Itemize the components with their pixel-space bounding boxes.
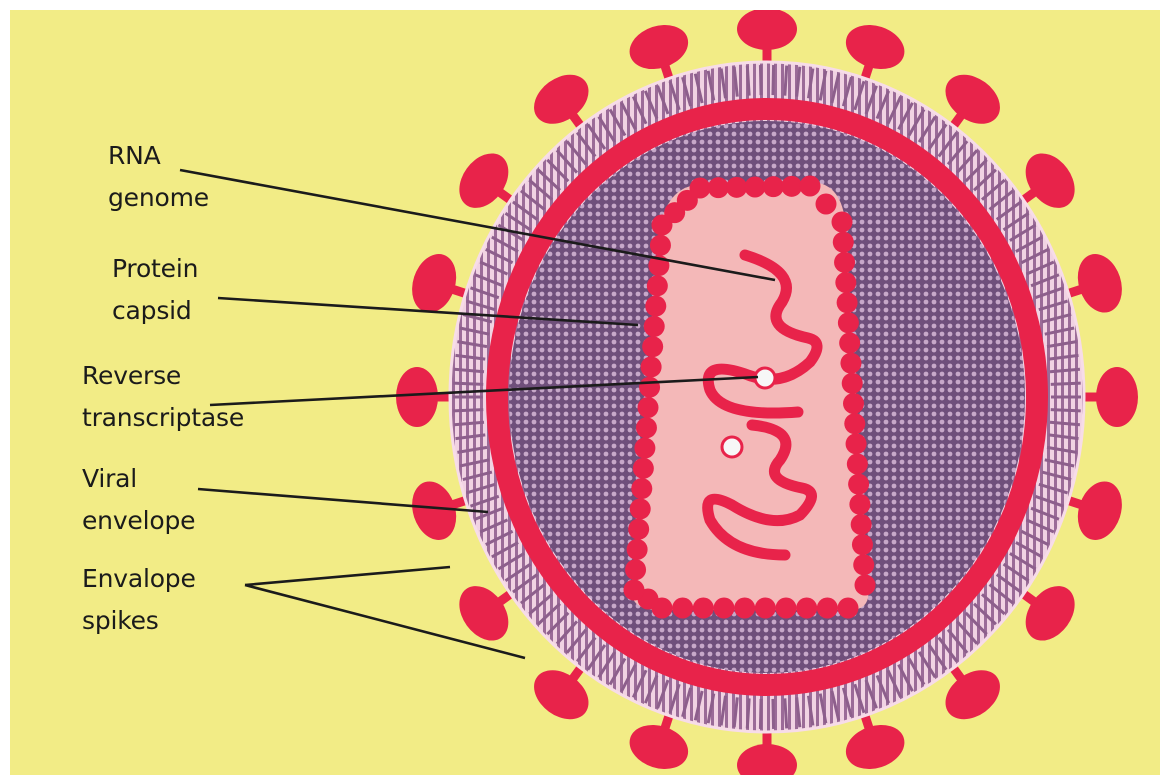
capsid-bead [642,336,663,357]
capsid-bead [755,598,776,619]
capsid-bead [714,598,735,619]
capsid-bead [843,393,864,414]
label-envelope-spikes-line2: spikes [82,600,196,642]
bilayer-tick [773,699,774,729]
capsid-bead [838,312,859,333]
label-viral-envelope: Viral envelope [82,458,195,542]
capsid-bead [851,514,872,535]
capsid-bead [834,252,855,273]
capsid-bead [745,177,766,198]
capsid-bead [847,454,868,475]
label-rna-genome: RNA genome [108,135,209,219]
capsid-bead [846,433,867,454]
bilayer-tick [760,699,761,729]
capsid-bead [628,519,649,540]
capsid-bead [855,575,876,596]
bilayer-tick [773,65,774,95]
spike-head [396,367,438,427]
capsid-bead [832,212,853,233]
capsid-bead [734,598,755,619]
capsid-bead [634,438,655,459]
label-viral-envelope-line1: Viral [82,458,195,500]
capsid-bead [672,598,693,619]
label-envelope-spikes: Envalope spikes [82,558,196,642]
capsid-bead [848,474,869,495]
capsid-bead [853,554,874,575]
capsid-bead [817,598,838,619]
spike-head [1096,367,1138,427]
capsid-bead [839,333,860,354]
capsid-bead [840,353,861,374]
bilayer-tick [785,698,787,728]
capsid-bead [776,598,797,619]
capsid-bead [781,176,802,197]
capsid-bead [647,275,668,296]
label-rna-genome-line2: genome [108,177,209,219]
capsid-bead [800,176,821,197]
capsid-bead [645,296,666,317]
label-protein-capsid: Protein capsid [112,248,198,332]
capsid-bead [708,177,729,198]
capsid-bead [849,494,870,515]
capsid-bead [633,458,654,479]
capsid-bead [693,598,714,619]
bilayer-tick [453,410,483,411]
label-viral-envelope-line2: envelope [82,500,195,542]
capsid-bead [638,397,659,418]
capsid-bead [625,559,646,580]
capsid-bead [636,417,657,438]
capsid-bead [852,534,873,555]
capsid-bead [631,478,652,499]
capsid-bead [726,177,747,198]
capsid-bead [630,498,651,519]
capsid-bead [627,539,648,560]
label-reverse-transcriptase: Reverse transcriptase [82,355,244,439]
capsid-bead [641,356,662,377]
capsid-bead [763,176,784,197]
label-protein-capsid-line2: capsid [112,290,198,332]
capsid-bead [842,373,863,394]
capsid-bead [844,413,865,434]
capsid-bead [650,235,671,256]
label-protein-capsid-line1: Protein [112,248,198,290]
bilayer-tick [760,65,761,95]
capsid-bead [833,232,854,253]
capsid-bead [816,194,837,215]
label-rna-genome-line1: RNA [108,135,209,177]
label-envelope-spikes-line1: Envalope [82,558,196,600]
bilayer-tick [453,383,483,384]
capsid-bead [796,598,817,619]
bilayer-tick [1051,410,1081,411]
bilayer-tick [747,66,749,96]
reverse-transcriptase-2 [722,437,742,457]
bilayer-tick [785,66,787,96]
bilayer-tick [747,698,749,728]
capsid-bead [837,292,858,313]
label-reverse-transcriptase-line1: Reverse [82,355,244,397]
capsid-bead [677,190,698,211]
bilayer-tick [1051,383,1081,384]
capsid-bead [639,377,660,398]
capsid-bead [838,598,859,619]
capsid-bead [835,272,856,293]
label-reverse-transcriptase-line2: transcriptase [82,397,244,439]
capsid-bead [624,580,645,601]
capsid-bead [644,316,665,337]
